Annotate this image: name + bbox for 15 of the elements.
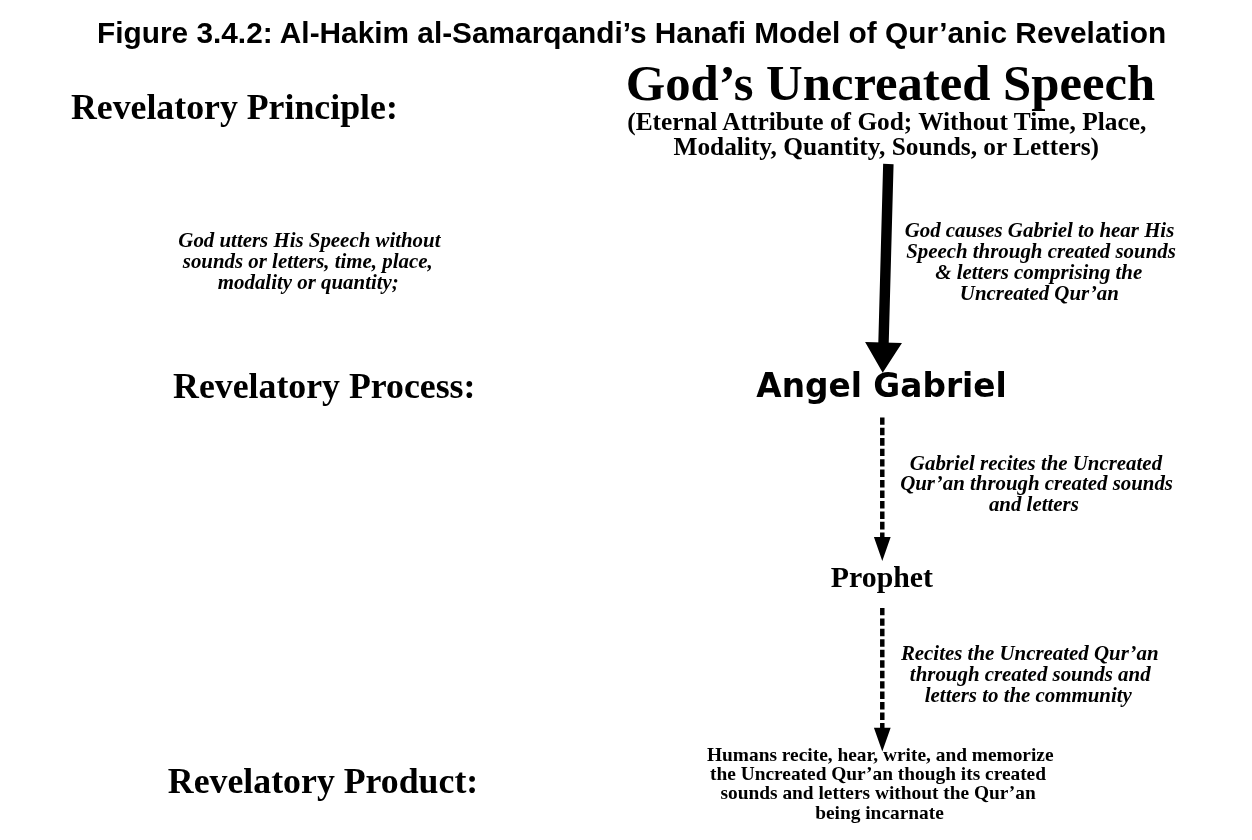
diagram-title: Figure 3.4.2: Al-Hakim al-Samarqandi’s Hanafi Model of Qur’anic Revelation: [96, 15, 1166, 49]
label: Revelatory Principle:: [70, 87, 398, 128]
node-text: Angel Gabriel: [755, 367, 1007, 406]
edge-label: Gabriel recites the Uncreated Qur’an through created sounds and letters: [899, 450, 1173, 517]
edge-label: God causes Gabriel to hear His Speech through created sounds & letters comprising the Uncreated Qur’an: [904, 217, 1176, 305]
edge-label: Recites the Uncreated Qur’an through created sounds and letters to the community: [900, 641, 1159, 708]
node-text: Prophet: [830, 560, 933, 594]
arrow: [873, 608, 891, 752]
arrow: [873, 417, 891, 561]
label: God utters His Speech without sounds or letters, time, place, modality or quantity;: [177, 228, 440, 295]
arrow: [864, 163, 902, 373]
node-text: God’s Uncreated Speech (Eternal Attribute of God; Without Time, Place, Modality, Quantity, Sounds, or Letters): [625, 54, 1155, 161]
node-text: Humans recite, hear, write, and memorize the Uncreated Qur’an though its created sounds and letters without the Qur’an being incarnate: [706, 743, 1054, 823]
label: Revelatory Product:: [167, 761, 478, 802]
label: Revelatory Process:: [172, 365, 475, 406]
